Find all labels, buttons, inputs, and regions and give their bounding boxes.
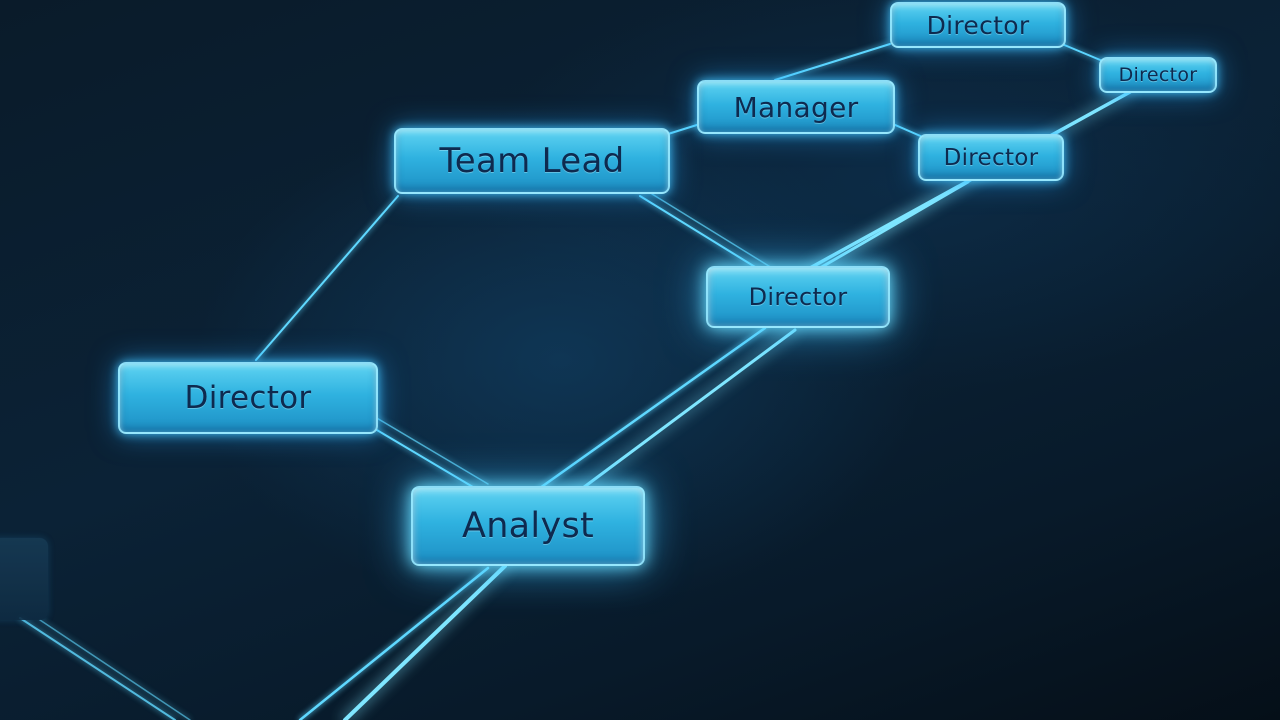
- edge-director-center-analyst: [538, 326, 767, 490]
- node-label: Director: [1118, 64, 1198, 86]
- beam-midright-director-center: [818, 180, 970, 270]
- edge-teamlead-director-center-a: [639, 195, 761, 271]
- node-director-top[interactable]: Director: [890, 2, 1066, 48]
- node-label: Manager: [733, 90, 859, 124]
- edge-manager-director-top: [774, 43, 891, 81]
- edge-director-top-director-right: [1061, 43, 1106, 63]
- node-analyst[interactable]: Analyst: [411, 486, 645, 566]
- edge-teamlead-director-center-b: [651, 193, 773, 269]
- node-director-right[interactable]: Director: [1099, 57, 1217, 93]
- edge-director-left-analyst-b: [369, 413, 489, 485]
- beam-analyst-down: [343, 564, 507, 720]
- beam-center-analyst: [558, 328, 797, 507]
- node-label: Team Lead: [439, 141, 625, 181]
- node-label: Director: [926, 10, 1030, 40]
- node-team-lead[interactable]: Team Lead: [394, 128, 670, 194]
- node-label: Director: [943, 144, 1039, 171]
- node-label: Director: [748, 283, 848, 311]
- node-director-mid-right[interactable]: Director: [918, 134, 1064, 181]
- edge-teamlead-manager: [667, 123, 701, 135]
- edge-analyst-down: [298, 566, 490, 720]
- node-label: Director: [184, 380, 312, 416]
- node-director-center[interactable]: Director: [706, 266, 890, 328]
- node-label: Analyst: [461, 506, 595, 546]
- node-manager[interactable]: Manager: [697, 80, 895, 134]
- edge-lower-left-a: [19, 617, 176, 720]
- partial-node-offscreen: [0, 538, 48, 620]
- node-director-left[interactable]: Director: [118, 362, 378, 434]
- edge-director-left-analyst-a: [359, 419, 479, 491]
- edge-teamlead-director-left: [255, 195, 399, 361]
- edge-lower-left-b: [39, 619, 191, 720]
